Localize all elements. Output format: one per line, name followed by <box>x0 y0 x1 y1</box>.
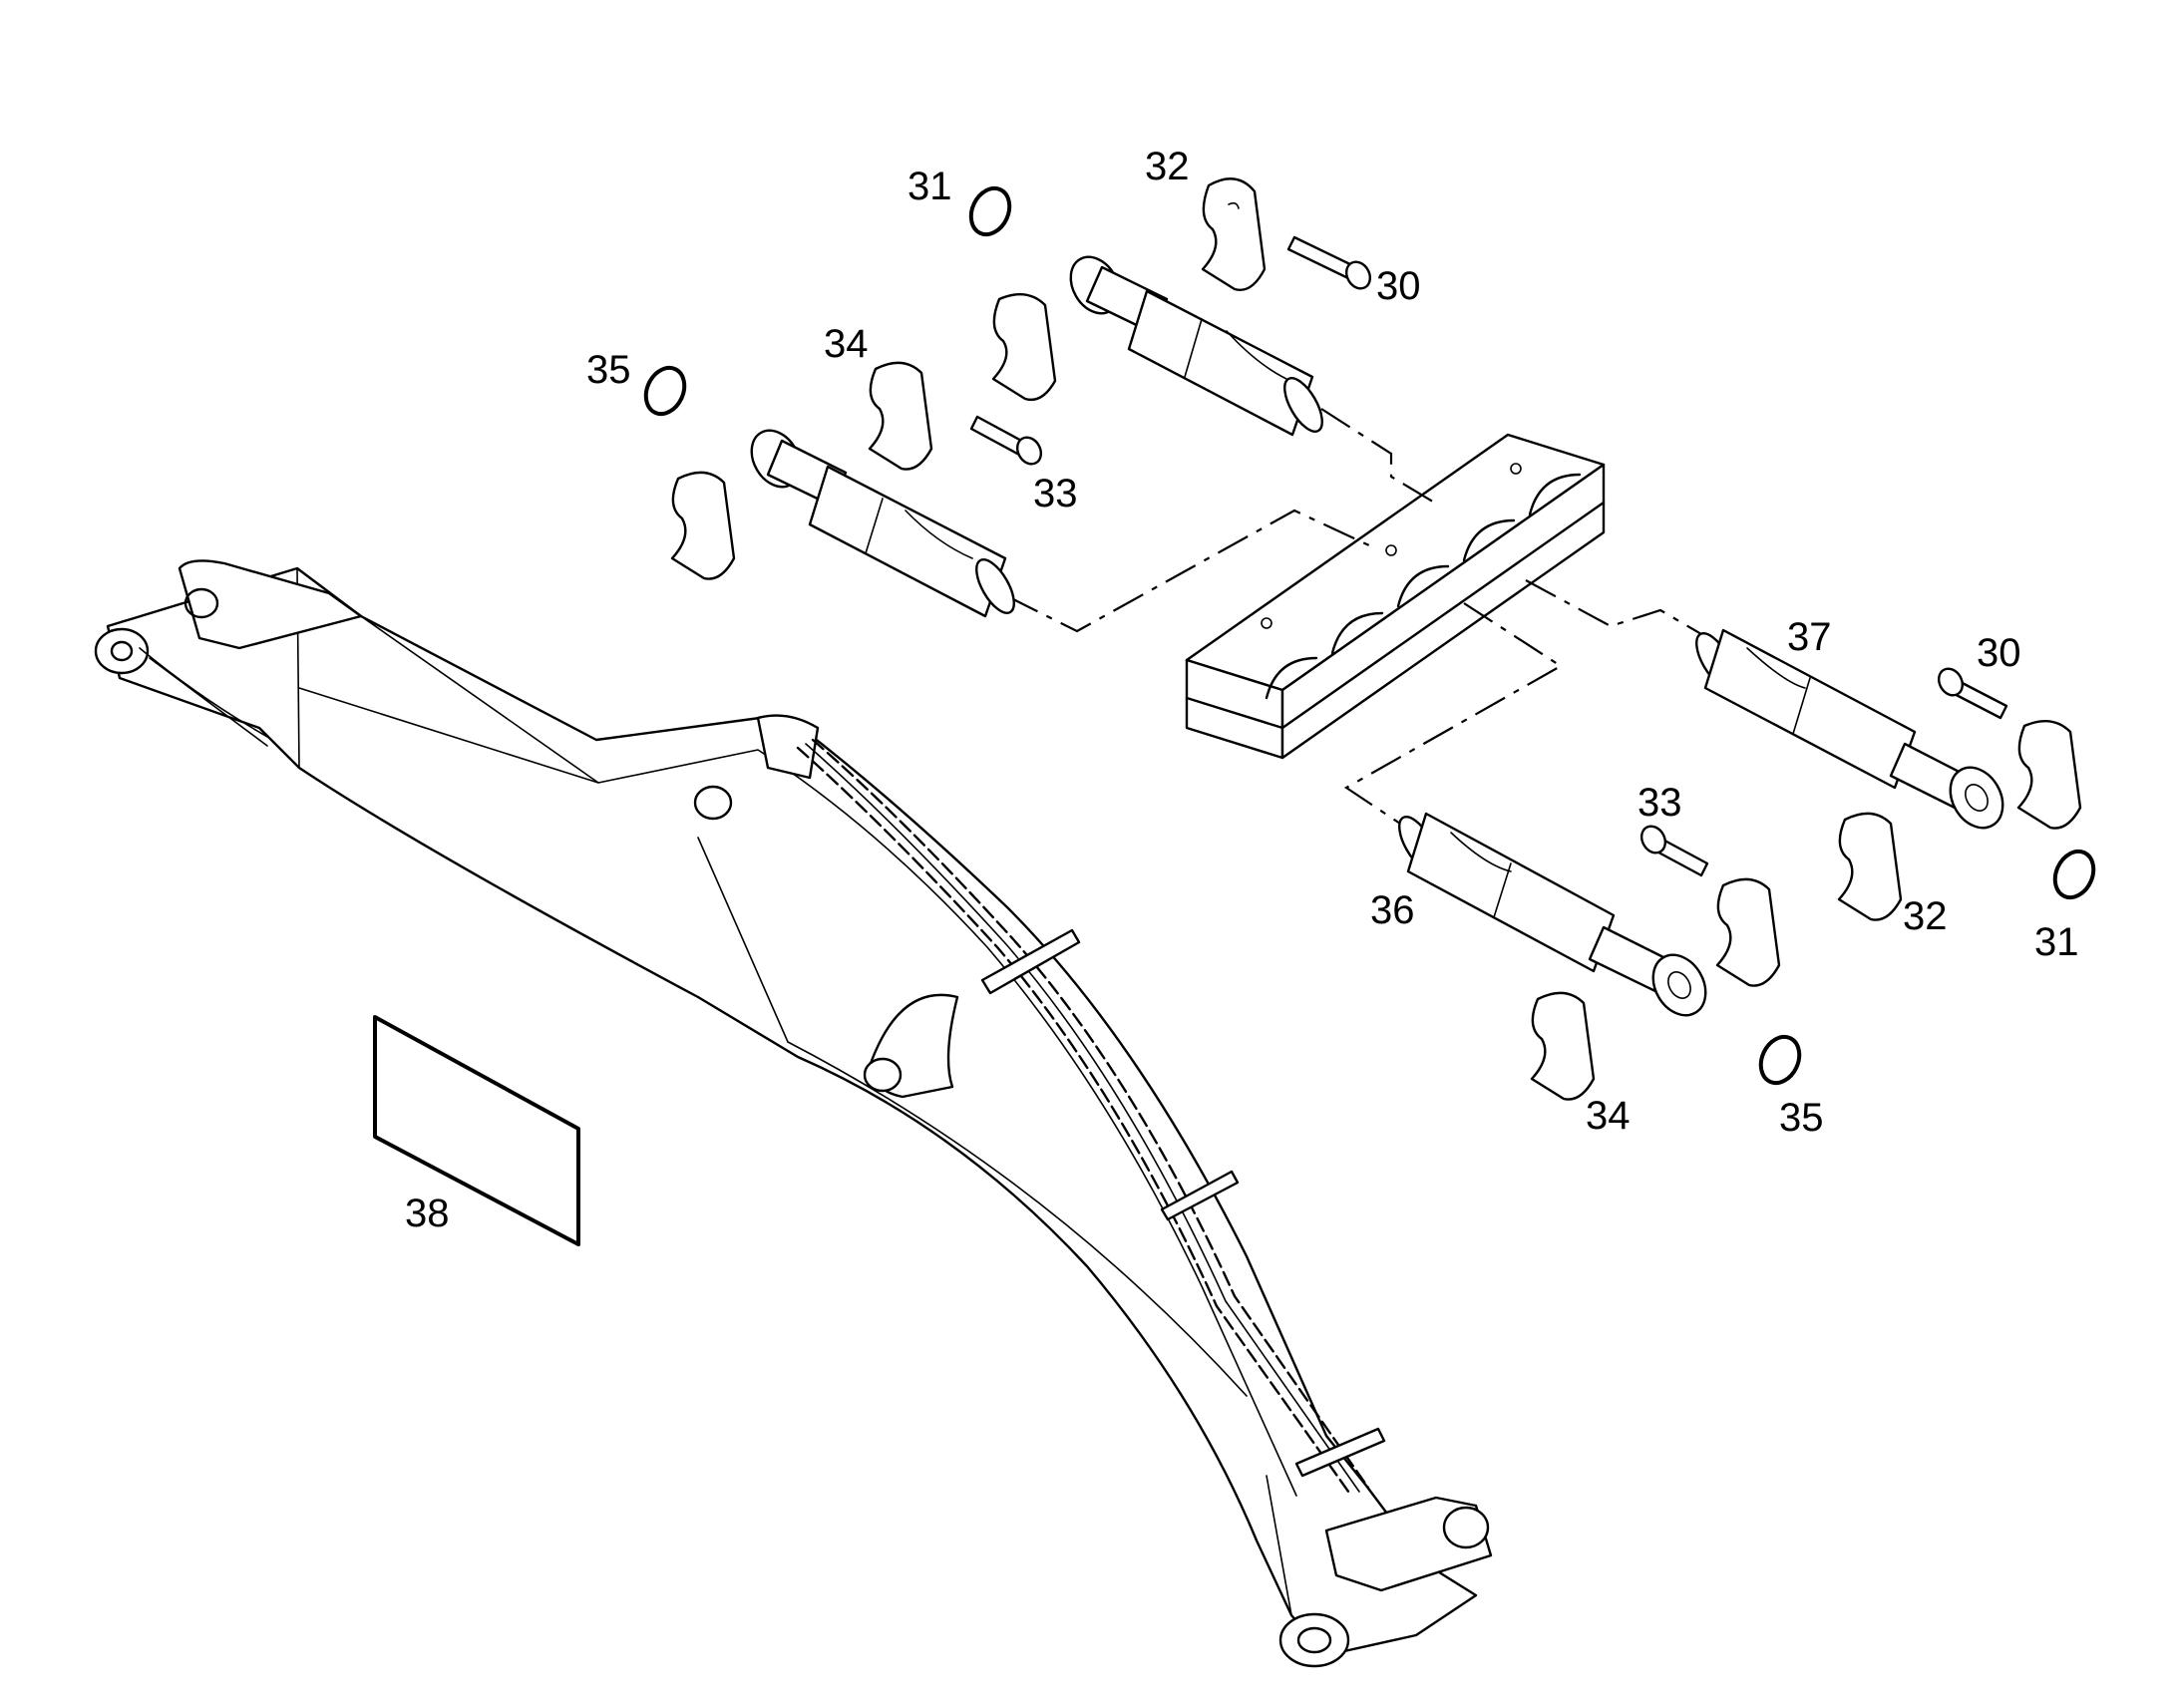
boom-tip-eye-hole-upper <box>183 587 219 619</box>
boom-upper-bore <box>693 785 733 821</box>
callout-33-mid: 33 <box>1637 781 1682 825</box>
tube-middle-end <box>975 558 1015 614</box>
o-rings <box>643 185 2096 1086</box>
tube-right-flange <box>1949 766 2004 830</box>
tube-right <box>1695 628 2004 830</box>
callout-35-top: 35 <box>586 348 631 392</box>
pipe-clamp-block <box>1185 433 1606 760</box>
tube-right-body <box>1703 628 1917 790</box>
tube-upper-end <box>1283 377 1323 433</box>
clamp-block-bores <box>1265 473 1582 700</box>
boom-assembly <box>94 559 1493 1668</box>
callout-36: 36 <box>1370 888 1415 932</box>
boom-hose-lines <box>796 738 1386 1498</box>
callout-30-right: 30 <box>1977 631 2021 675</box>
split-flange-halves <box>670 177 2082 1101</box>
center-line-right-pipe <box>1525 579 1726 649</box>
assembly-center-lines <box>1006 408 1726 829</box>
callout-32-right: 32 <box>1903 894 1948 938</box>
split-flange-middle <box>1715 877 1781 987</box>
tube-right-flange-bore <box>1965 784 1989 812</box>
tube-lower <box>1398 812 1707 1017</box>
split-flange-34-bottom <box>1530 991 1596 1101</box>
clamp-block-split-line <box>1185 501 1606 730</box>
tube-upper-sleeve-mark <box>1184 318 1287 380</box>
boom-tip-lug <box>178 559 363 650</box>
tube-lower-body <box>1406 812 1616 973</box>
cylinder-mount-bore <box>863 1057 903 1093</box>
boom-hose-bracket-middle <box>1160 1170 1240 1221</box>
boom-hose-bracket-upper <box>980 928 1081 995</box>
split-flange-32-top-hole <box>1228 201 1240 209</box>
boom-foot-bushing <box>1442 1506 1490 1549</box>
callout-31-top: 31 <box>908 165 952 208</box>
callout-34-bottom: 34 <box>1586 1094 1631 1138</box>
boom-foot-eye <box>1278 1612 1350 1668</box>
callout-labels: 31 32 30 34 35 33 37 30 33 36 32 31 34 3… <box>405 145 2079 1235</box>
tube-middle-body <box>808 465 1007 618</box>
tube-upper-body <box>1127 289 1314 437</box>
bolt-33-top-head <box>1015 436 1043 466</box>
decal-plate <box>373 1015 580 1246</box>
callout-32-top: 32 <box>1145 145 1190 188</box>
tube-lower-sleeve-mark <box>1450 832 1512 918</box>
boom-hose-outer <box>796 746 1353 1498</box>
clamp-block-side <box>1280 463 1606 760</box>
bolt-33-mid-head <box>1639 825 1667 854</box>
split-flange-32-right <box>1837 812 1903 921</box>
o-ring-35-top <box>643 365 687 417</box>
callout-33-top: 33 <box>1033 472 1078 515</box>
boom-hose-inner <box>811 738 1370 1490</box>
boom-hose-bracket-lower <box>1294 1427 1386 1478</box>
boom-foot-eye-hole <box>1296 1626 1332 1654</box>
tube-middle <box>750 429 1015 618</box>
split-flange-left <box>670 471 736 580</box>
boom-outline <box>106 566 1478 1657</box>
boom-lower-web <box>787 1041 1292 1616</box>
callout-30-top: 30 <box>1376 264 1421 308</box>
boom-tip-eye-left <box>94 627 150 675</box>
clamp-block-bolt-hole-3 <box>1510 463 1522 475</box>
callout-34-top: 34 <box>824 322 869 366</box>
tube-lower-flange-bore <box>1667 971 1691 999</box>
tube-upper <box>1069 255 1323 437</box>
split-flange-right <box>2016 720 2082 830</box>
clamp-block-bolt-hole-1 <box>1261 617 1272 629</box>
bolt-30-right-head <box>1937 667 1965 697</box>
bolts <box>969 235 2008 877</box>
split-flange-32-top <box>1201 177 1267 291</box>
tube-lower-flange <box>1651 953 1707 1017</box>
bolt-30-top-head <box>1344 260 1372 290</box>
boom-tip-eye-hole-left <box>110 640 134 662</box>
center-line-upper-pipe <box>1320 408 1437 505</box>
o-ring-31-right <box>2052 849 2096 900</box>
callout-38: 38 <box>405 1192 450 1235</box>
callout-31-right: 31 <box>2034 920 2079 964</box>
boom-upper-flange <box>298 687 1297 1497</box>
boom-hose-center <box>805 743 1360 1493</box>
tube-right-sleeve-mark <box>1746 647 1811 735</box>
center-line-mid-pipe <box>1006 509 1372 633</box>
callout-35-bottom: 35 <box>1779 1096 1824 1140</box>
callout-37: 37 <box>1787 615 1832 659</box>
boom-tip-slot <box>139 647 270 747</box>
split-flange-upper-left <box>991 293 1057 402</box>
clamp-block-bolt-hole-2 <box>1385 544 1397 556</box>
o-ring-31-top <box>968 185 1012 237</box>
split-flange-34-top <box>868 361 933 471</box>
tube-middle-sleeve-mark <box>865 498 973 559</box>
o-ring-35-bottom <box>1758 1034 1802 1086</box>
